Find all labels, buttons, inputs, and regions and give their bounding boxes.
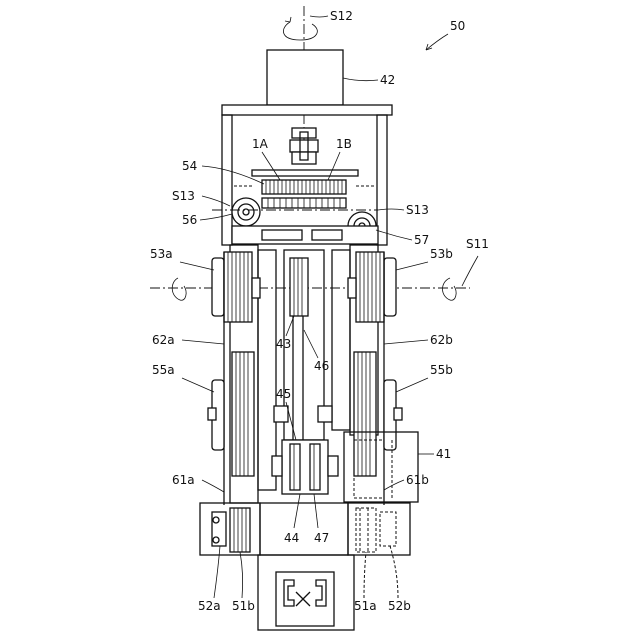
label-1a: 1A [252, 137, 269, 151]
label-s12: S12 [330, 9, 353, 23]
label-52b: 52b [388, 599, 411, 613]
pulley-44-47 [272, 440, 338, 494]
label-47: 47 [314, 531, 329, 545]
idler-56 [232, 198, 260, 226]
pulley-53a [212, 252, 260, 322]
pulley-53b [348, 252, 396, 322]
label-53b: 53b [430, 247, 453, 261]
label-45: 45 [276, 387, 291, 401]
label-55a: 55a [152, 363, 175, 377]
label-1b: 1B [336, 137, 352, 151]
pulley-43 [290, 258, 308, 440]
label-44: 44 [284, 531, 299, 545]
label-51b: 51b [232, 599, 255, 613]
label-s13-right: S13 [406, 203, 429, 217]
label-56: 56 [182, 213, 197, 227]
label-41: 41 [436, 447, 451, 461]
label-43: 43 [276, 337, 291, 351]
label-51a: 51a [354, 599, 377, 613]
label-53a: 53a [150, 247, 173, 261]
label-42: 42 [380, 73, 395, 87]
label-57: 57 [414, 233, 429, 247]
label-52a: 52a [198, 599, 221, 613]
label-54: 54 [182, 159, 197, 173]
axis-s11 [150, 278, 470, 300]
label-61b: 61b [406, 473, 429, 487]
label-55b: 55b [430, 363, 453, 377]
label-50: 50 [450, 19, 465, 33]
label-61a: 61a [172, 473, 195, 487]
label-s11: S11 [466, 237, 489, 251]
label-62a: 62a [152, 333, 175, 347]
label-s13-left: S13 [172, 189, 195, 203]
label-62b: 62b [430, 333, 453, 347]
label-46: 46 [314, 359, 329, 373]
